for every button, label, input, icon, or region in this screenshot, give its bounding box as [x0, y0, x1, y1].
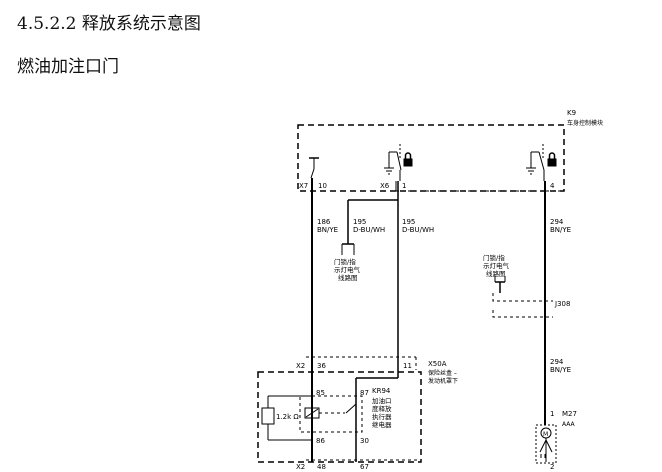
conn-x2-top: X2: [296, 362, 305, 370]
wire-195a-circuit: 195: [353, 218, 366, 226]
j308-label: J308: [554, 300, 570, 308]
pin-11: 11: [403, 362, 412, 370]
resistor-icon: [261, 407, 275, 425]
motor-symbol: M: [543, 431, 548, 438]
bcm-name: 车身控制模块: [567, 119, 603, 127]
lock-icon-1: [403, 152, 413, 167]
wire-195b-circuit: 195: [402, 218, 415, 226]
bcm-id: K9: [567, 109, 576, 117]
m27-motor-box: [535, 424, 557, 464]
wire-294a-circuit: 294: [550, 218, 564, 226]
relay-id: KR94: [372, 387, 391, 395]
wire-186-color: BN/YE: [317, 226, 338, 234]
bcm-box: [297, 124, 565, 192]
ref-left-1: 门锁/指: [334, 257, 356, 266]
wire-186-circuit: 186: [317, 218, 331, 226]
wire-195b-color: D-BU/WH: [402, 226, 434, 234]
pin-30: 30: [360, 437, 369, 445]
relay-line-2: 度释放: [372, 404, 392, 413]
x50a-line2: 发动机罩下: [428, 377, 458, 385]
ref-left-2: 示灯电气: [334, 265, 361, 274]
bcm-switch-1-icon: [384, 144, 402, 181]
pin-67: 67: [360, 463, 369, 471]
m27-label: AAA: [562, 421, 576, 428]
m27-pin-2: 2: [550, 463, 554, 471]
lock-icon-2: [547, 152, 557, 167]
pin-1: 1: [402, 182, 406, 190]
section-title: 4.5.2.2 释放系统示意图: [17, 14, 201, 34]
page-subtitle: 燃油加注口门: [17, 57, 119, 77]
x50a-line1: 保险丝盒 –: [428, 369, 457, 377]
kr94-relay-box: [299, 395, 363, 433]
conn-x2-bottom: X2: [296, 463, 305, 471]
conn-x7: X7: [299, 182, 308, 190]
pin-10: 10: [318, 182, 327, 190]
pin-86: 86: [316, 437, 325, 445]
relay-contact-icon: [345, 403, 357, 414]
relay-line-3: 执行器: [372, 412, 392, 421]
resistor-value: 1.2k Ω: [276, 413, 299, 421]
wire-294a-color: BN/YE: [550, 226, 571, 234]
pin-85: 85: [316, 389, 325, 397]
bcm-switch-10-icon: [309, 157, 319, 179]
m27-pin-1: 1: [550, 410, 554, 418]
pin-48: 48: [317, 463, 326, 471]
relay-line-1: 加油口: [372, 396, 392, 405]
pin-4: 4: [550, 182, 555, 190]
conn-x6: X6: [380, 182, 390, 190]
ref-left-3: 线路图: [338, 273, 358, 282]
j308-splice-box: [492, 293, 553, 318]
wire-294b-color: BN/YE: [550, 366, 571, 374]
m27-id: M27: [562, 410, 577, 418]
ref-right-2: 示灯电气: [483, 261, 510, 270]
bcm-switch-4-icon: [526, 144, 545, 181]
ref-right-3: 线路图: [486, 269, 506, 278]
pin-87: 87: [360, 389, 369, 397]
wire-294b-circuit: 294: [550, 358, 564, 366]
wire-195a-color: D-BU/WH: [353, 226, 385, 234]
pin-36: 36: [317, 362, 326, 370]
relay-line-4: 继电器: [372, 420, 392, 429]
ref-right-1: 门锁/指: [483, 253, 505, 262]
x50a-id: X50A: [428, 360, 447, 368]
x50a-fusebox: [257, 371, 422, 463]
